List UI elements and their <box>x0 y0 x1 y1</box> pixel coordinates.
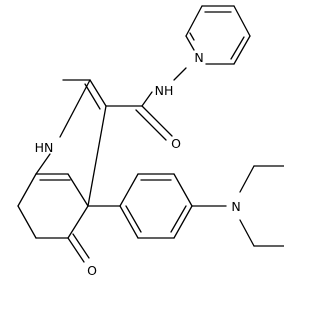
bond <box>185 5 203 37</box>
bond <box>233 5 251 37</box>
bond <box>141 105 173 137</box>
amide-linkage <box>105 67 187 141</box>
amide-nh-label: NH <box>155 83 174 98</box>
bond <box>17 173 37 207</box>
ketone-oxygen-label: O <box>87 263 97 278</box>
bond <box>119 173 139 207</box>
ring-nh-label: HN <box>35 140 54 155</box>
dihydropyridine-ring <box>35 79 107 207</box>
bond <box>185 35 195 51</box>
diethylamino-group <box>191 165 284 247</box>
bond <box>67 237 85 263</box>
bond <box>67 205 89 239</box>
bond <box>72 233 90 259</box>
bond <box>67 173 89 207</box>
cyclohexanone-ring <box>17 173 90 263</box>
bond <box>17 205 37 239</box>
bond <box>239 219 255 247</box>
bond <box>189 32 195 41</box>
chemical-structure-drawing: N NH O HN O <box>17 5 284 278</box>
amide-oxygen-label: O <box>171 136 181 151</box>
bond <box>59 79 91 138</box>
bond <box>233 35 251 65</box>
bond <box>89 79 107 107</box>
bond <box>173 205 193 239</box>
bond <box>170 205 187 233</box>
bond <box>87 105 107 207</box>
phenyl-ring <box>87 173 193 239</box>
bond <box>125 205 142 233</box>
bond <box>239 165 255 193</box>
pyridine-ring <box>185 5 251 65</box>
bond <box>135 109 167 141</box>
bond <box>84 83 101 110</box>
bond <box>35 153 51 175</box>
structure-canvas: N NH O HN O <box>17 5 284 278</box>
bond <box>173 173 193 207</box>
bond <box>141 91 153 107</box>
amine-nitrogen-label: N <box>231 199 240 214</box>
bond <box>230 36 245 60</box>
bond <box>119 205 139 239</box>
pyridine-nitrogen-label: N <box>194 50 203 65</box>
bond <box>173 67 187 81</box>
